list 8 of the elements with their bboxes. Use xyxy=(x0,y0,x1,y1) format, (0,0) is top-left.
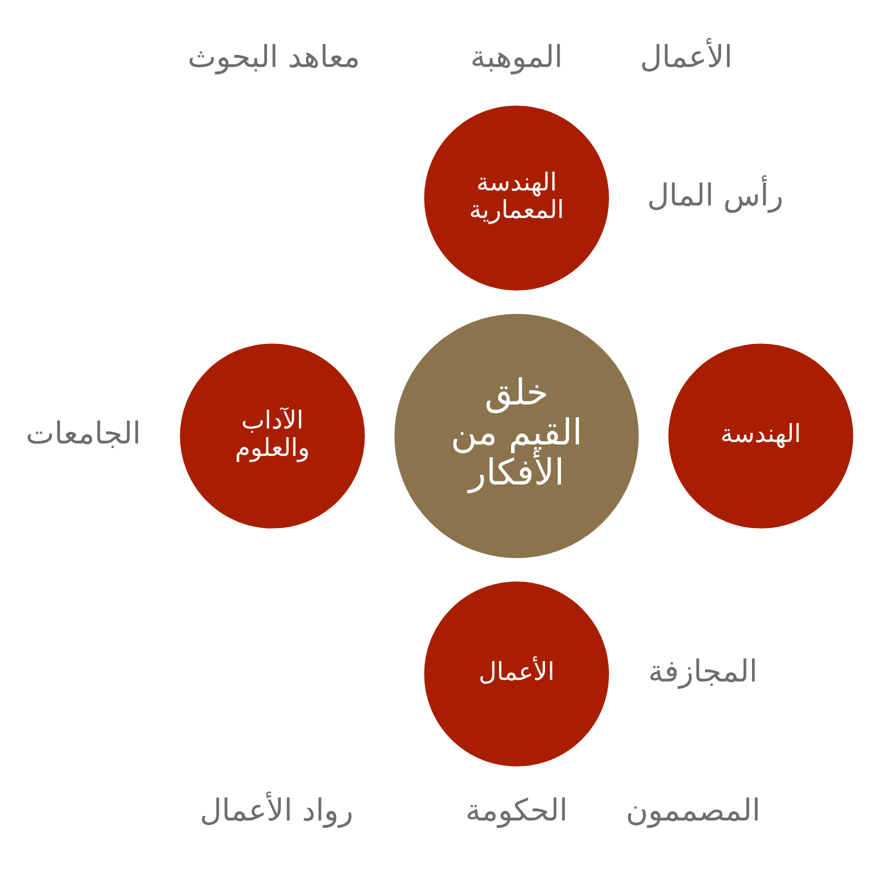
label: الجامعات xyxy=(26,416,141,452)
label: الحكومة xyxy=(465,792,568,828)
label: المصممون xyxy=(626,792,760,828)
label: الأعمال xyxy=(640,40,733,75)
label: المجازفة xyxy=(648,654,758,690)
label: رواد الأعمال xyxy=(200,792,354,828)
label: الموهبة xyxy=(470,40,563,75)
label: معاهد البحوث xyxy=(188,40,360,75)
